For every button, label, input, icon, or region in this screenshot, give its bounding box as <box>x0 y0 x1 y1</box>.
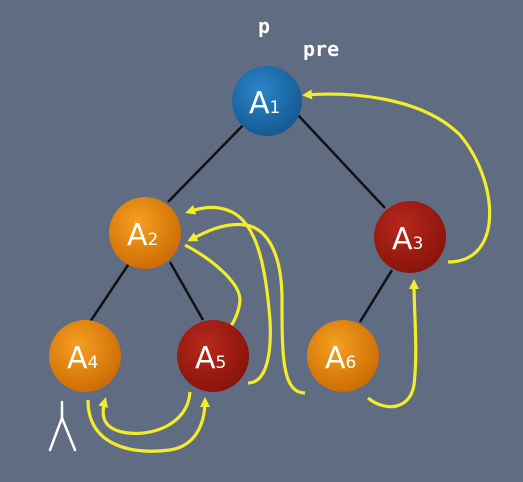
node-a1: A1 <box>232 66 302 136</box>
node-a2-sub: 2 <box>148 230 159 250</box>
edge-a3-a6 <box>358 269 394 323</box>
node-a6: A6 <box>307 320 379 392</box>
node-a3-sub: 3 <box>413 234 424 254</box>
node-a5-base: A <box>195 341 216 376</box>
svg-text:A3: A3 <box>392 222 423 257</box>
node-a1-sub: 1 <box>270 98 281 118</box>
thread-a6-to-a2 <box>187 222 306 395</box>
thread-a4-to-a5 <box>86 397 210 453</box>
svg-text:A5: A5 <box>195 341 226 376</box>
node-a6-sub: 6 <box>346 353 357 373</box>
svg-text:A1: A1 <box>249 86 280 121</box>
edge-a2-a4 <box>88 261 132 323</box>
node-a2-base: A <box>127 218 148 253</box>
thread-a5-to-a2-outer <box>185 205 272 385</box>
node-a5: A5 <box>177 320 249 392</box>
null-pointer-icon <box>48 400 77 452</box>
node-a4: A4 <box>49 320 121 392</box>
tree-edges <box>88 114 394 323</box>
svg-text:A2: A2 <box>127 218 158 253</box>
thread-a6-to-a3 <box>366 279 420 409</box>
pointer-p-label: p <box>258 14 270 38</box>
node-a4-base: A <box>67 341 88 376</box>
pointer-pre-label: pre <box>303 37 339 61</box>
edge-a2-a5 <box>168 261 205 321</box>
node-a3-base: A <box>392 222 413 257</box>
node-a1-base: A <box>249 86 270 121</box>
edge-a1-a3 <box>297 114 386 209</box>
node-a6-base: A <box>325 341 346 376</box>
thread-a5-to-a4 <box>98 391 192 435</box>
svg-text:A4: A4 <box>67 341 98 376</box>
svg-text:A6: A6 <box>325 341 356 376</box>
node-a5-sub: 5 <box>216 353 227 373</box>
node-a4-sub: 4 <box>88 353 99 373</box>
thread-a3-to-a1 <box>302 89 492 264</box>
node-a2: A2 <box>109 197 181 269</box>
node-a3: A3 <box>374 201 446 273</box>
thread-arrows <box>86 89 492 453</box>
edge-a1-a2 <box>167 114 254 203</box>
